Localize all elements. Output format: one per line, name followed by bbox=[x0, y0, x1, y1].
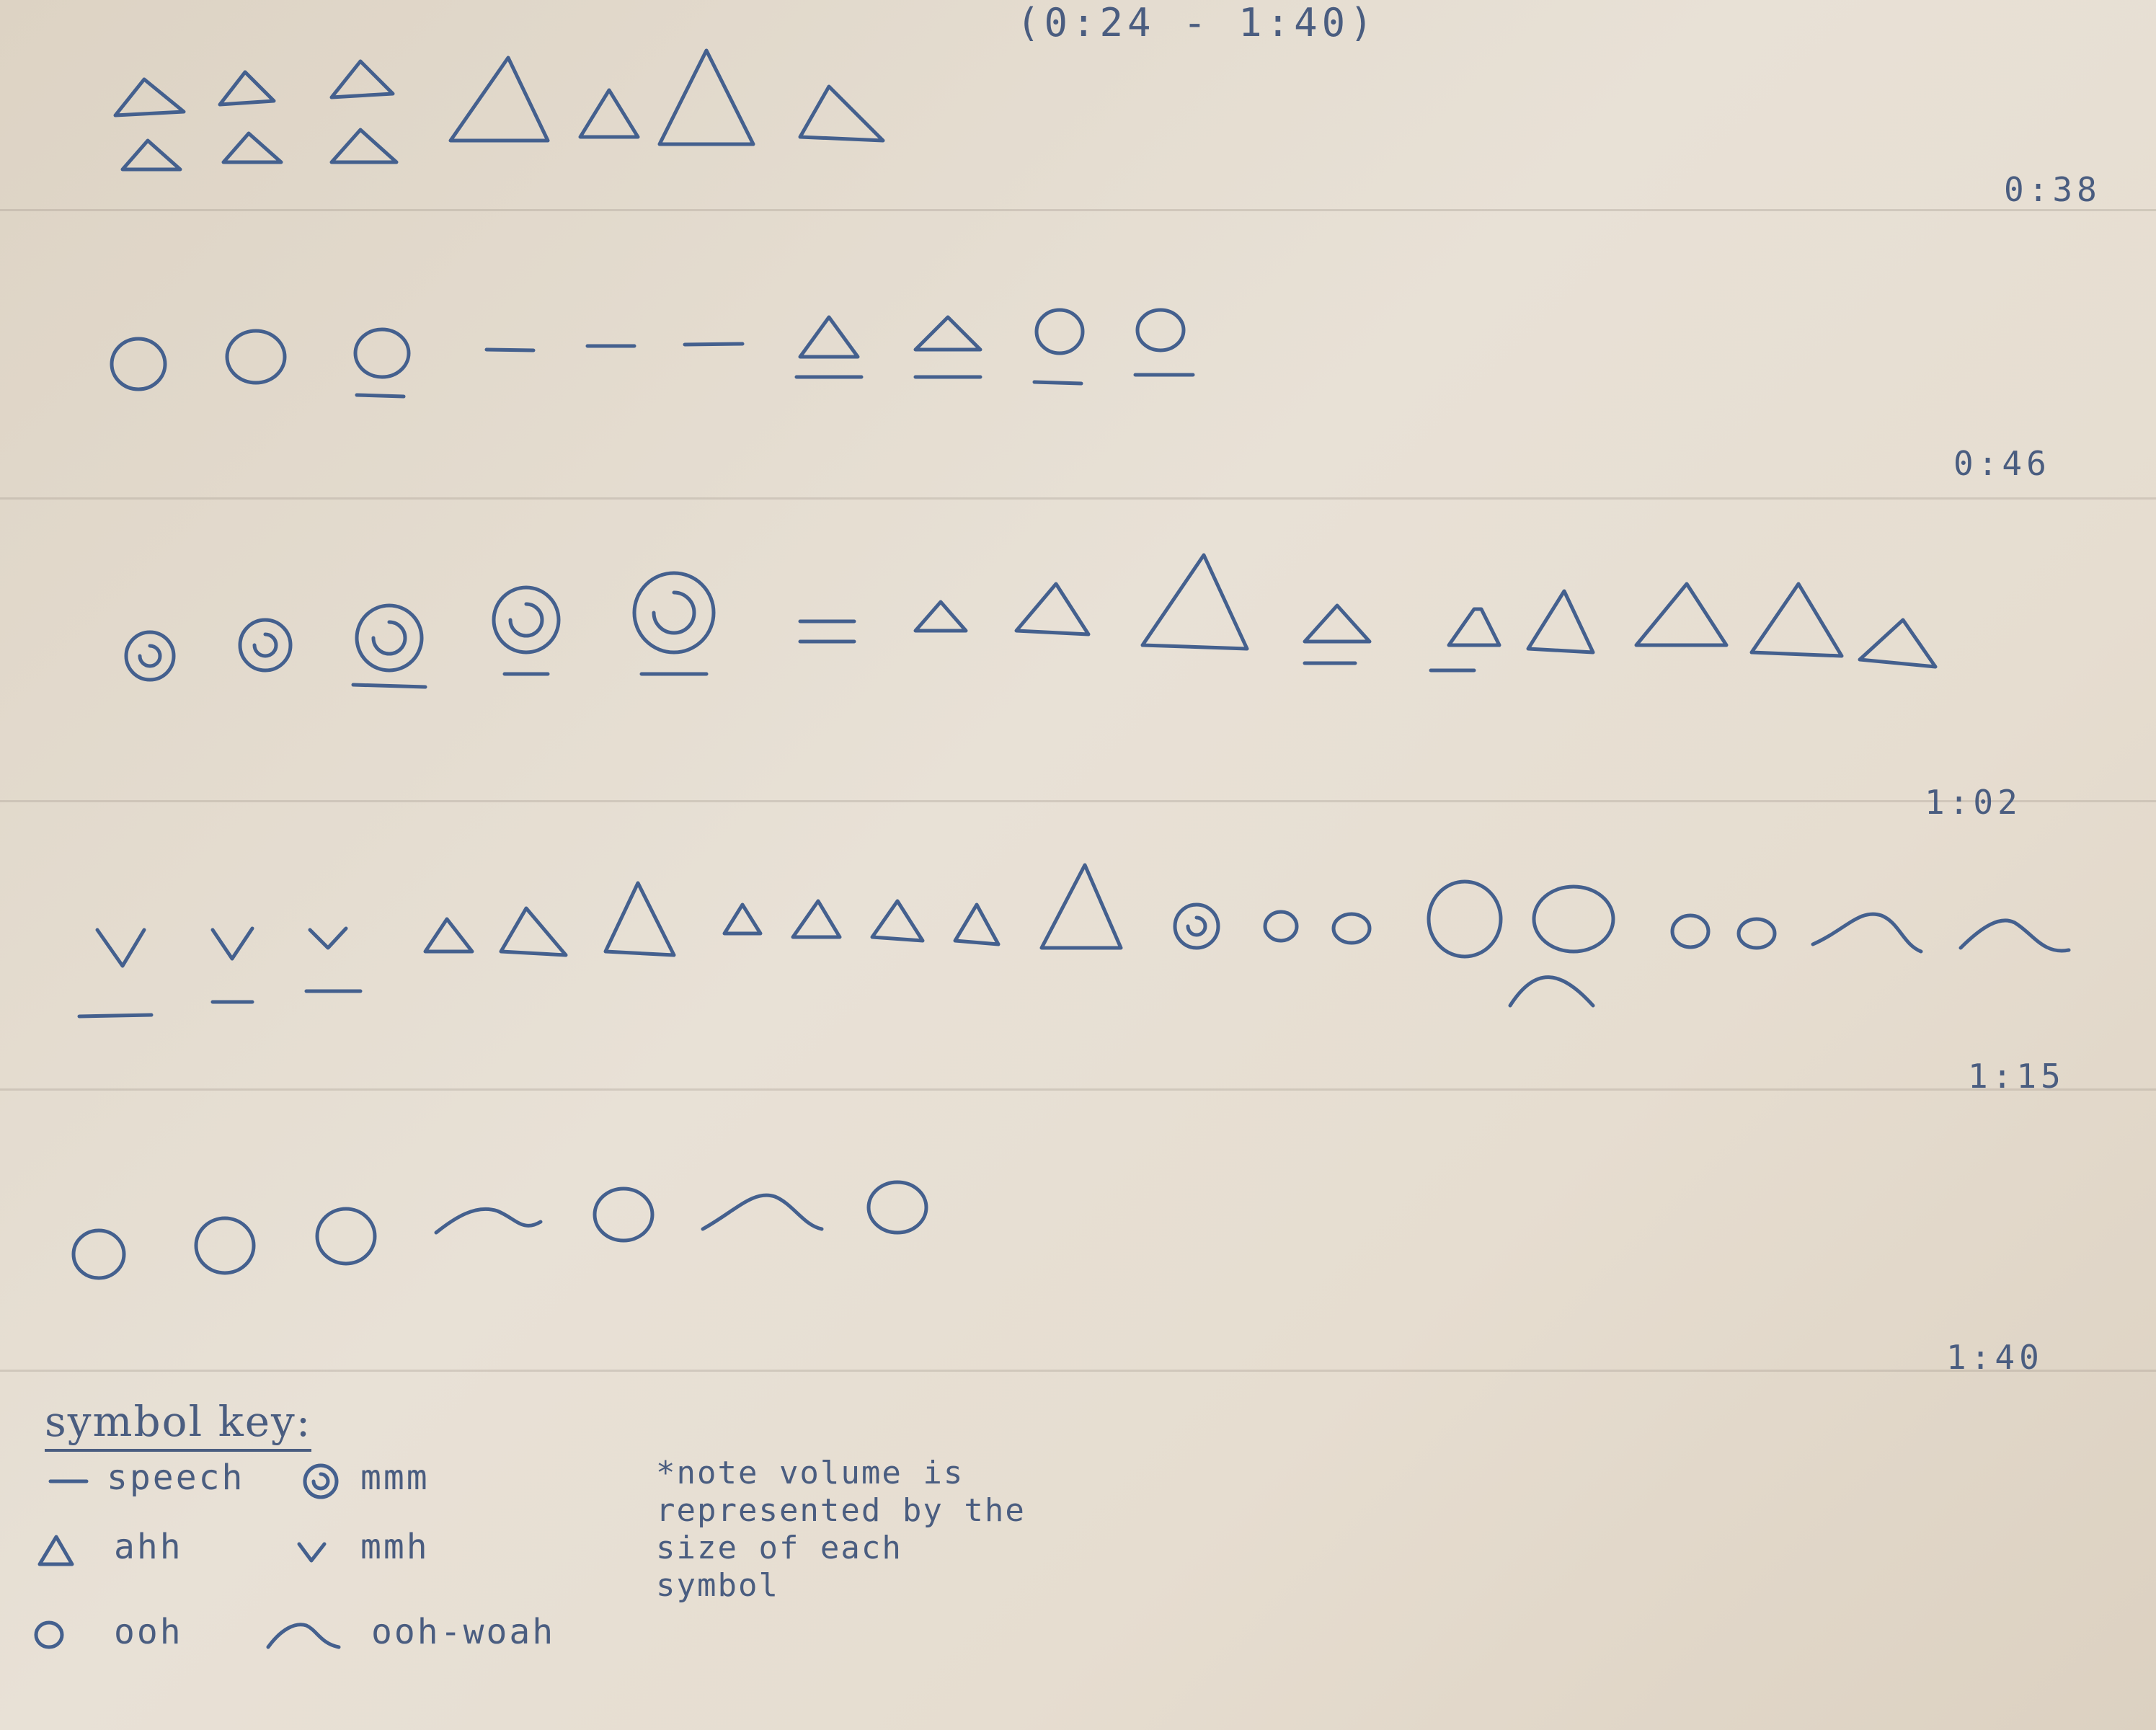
triangle-icon bbox=[448, 56, 550, 143]
wave-icon bbox=[434, 1207, 543, 1235]
spiral-icon bbox=[351, 603, 427, 689]
triangle-icon bbox=[791, 899, 842, 939]
key-heading-underline bbox=[45, 1449, 311, 1452]
key-heading: symbol key: bbox=[45, 1397, 312, 1446]
circle-icon bbox=[1263, 910, 1299, 943]
ruled-line bbox=[0, 800, 2156, 802]
timestamp-1-15: 1:15 bbox=[1968, 1057, 2065, 1096]
row-2-symbols bbox=[110, 308, 1195, 399]
volume-note: *note volume is represented by the size … bbox=[656, 1455, 1026, 1604]
triangle-icon bbox=[1749, 582, 1844, 658]
triangle-icon bbox=[1014, 582, 1091, 636]
page-title: (0:24 - 1:40) bbox=[1016, 0, 1378, 45]
check-icon bbox=[304, 926, 363, 993]
triangle-icon bbox=[329, 59, 395, 99]
triangle-icon bbox=[794, 315, 864, 379]
row-5-symbols bbox=[71, 1180, 928, 1280]
circle-icon bbox=[1670, 913, 1711, 949]
ruled-line bbox=[0, 1088, 2156, 1091]
triangle-icon bbox=[221, 131, 283, 164]
triangle-icon bbox=[1526, 589, 1595, 655]
ruled-line bbox=[0, 209, 2156, 211]
triangle-icon bbox=[913, 600, 968, 633]
triangle-icon bbox=[578, 88, 640, 139]
triangle-icon bbox=[953, 902, 1001, 946]
key-label-mmm: mmm bbox=[360, 1458, 430, 1498]
timestamp-1-40: 1:40 bbox=[1946, 1338, 2044, 1377]
check-icon bbox=[77, 928, 154, 1019]
triangle-icon bbox=[120, 138, 182, 172]
dash-icon bbox=[683, 342, 745, 347]
circle-icon bbox=[1736, 917, 1777, 950]
spiral-icon bbox=[632, 571, 716, 676]
triangle-icon bbox=[1634, 582, 1729, 647]
circle-icon bbox=[593, 1186, 655, 1243]
timestamp-0-38: 0:38 bbox=[2004, 170, 2101, 209]
row-3-symbols bbox=[124, 553, 1938, 689]
key-label-ooh-woah: ooh-woah bbox=[371, 1612, 556, 1652]
circle-icon bbox=[1133, 308, 1195, 377]
spiral-icon bbox=[492, 585, 561, 676]
key-label-ahh: ahh bbox=[114, 1527, 183, 1567]
spiral-icon bbox=[238, 618, 293, 673]
triangle-icon bbox=[113, 77, 186, 117]
spiral-icon bbox=[124, 630, 176, 682]
circle-icon bbox=[315, 1207, 377, 1266]
double-dash-icon bbox=[798, 619, 856, 644]
circle-icon bbox=[866, 1180, 928, 1235]
row-1-symbols bbox=[113, 48, 885, 172]
key-label-speech: speech bbox=[107, 1458, 245, 1498]
check-icon bbox=[297, 1542, 327, 1563]
circle-icon bbox=[1508, 884, 1615, 1008]
triangle-icon bbox=[423, 917, 474, 954]
circle-icon bbox=[71, 1228, 126, 1280]
circle-icon bbox=[1032, 308, 1085, 386]
key-label-ooh: ooh bbox=[114, 1612, 183, 1652]
row-4-symbols bbox=[77, 863, 2071, 1019]
key-label-mmh: mmh bbox=[360, 1527, 430, 1567]
triangle-icon bbox=[1140, 553, 1249, 651]
timestamp-1-02: 1:02 bbox=[1925, 783, 2022, 822]
ruled-line bbox=[0, 1370, 2156, 1372]
wave-icon bbox=[701, 1193, 824, 1231]
spiral-icon bbox=[1173, 902, 1220, 950]
triangle-icon bbox=[870, 899, 925, 943]
spiral-icon bbox=[303, 1463, 339, 1499]
circle-icon bbox=[353, 327, 411, 399]
ruled-line bbox=[0, 497, 2156, 500]
circle-icon bbox=[34, 1620, 64, 1649]
timestamp-0-46: 0:46 bbox=[1953, 444, 2051, 483]
triangle-icon bbox=[1858, 618, 1938, 669]
circle-icon bbox=[194, 1216, 256, 1275]
circle-icon bbox=[110, 337, 167, 391]
triangle-icon bbox=[499, 906, 568, 957]
triangle-icon bbox=[722, 902, 763, 936]
triangle-icon bbox=[603, 881, 676, 957]
triangle-icon bbox=[913, 315, 982, 379]
wave-icon bbox=[266, 1623, 341, 1649]
triangle-icon bbox=[798, 84, 885, 143]
triangle-icon bbox=[329, 128, 399, 164]
triangle-icon bbox=[37, 1535, 74, 1566]
triangle-icon bbox=[657, 48, 755, 146]
wave-icon bbox=[1811, 912, 1923, 954]
triangle-icon bbox=[1429, 607, 1501, 673]
triangle-icon bbox=[1303, 603, 1372, 665]
wave-icon bbox=[1958, 918, 2071, 953]
circle-icon bbox=[225, 329, 287, 385]
circle-icon bbox=[1331, 912, 1372, 945]
circle-icon bbox=[1427, 879, 1503, 959]
check-icon bbox=[210, 926, 254, 1004]
triangle-icon bbox=[218, 70, 276, 107]
triangle-icon bbox=[1039, 863, 1123, 950]
